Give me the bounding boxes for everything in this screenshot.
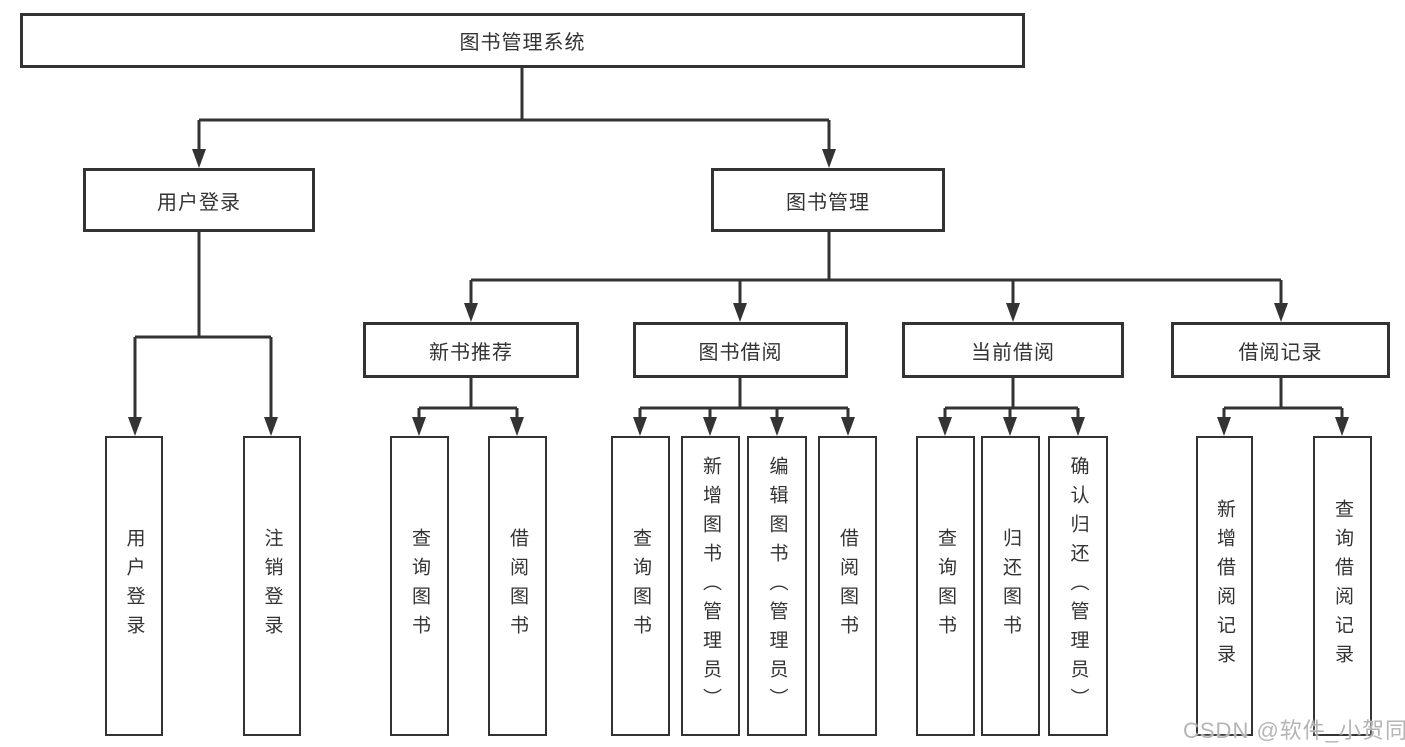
leaf-nbr-query-label: 查询图书: [409, 528, 430, 644]
arrowhead-icon: [192, 149, 206, 168]
arrowhead-icon: [1006, 303, 1020, 322]
leaf-br-query-label: 查询借阅记录: [1332, 499, 1353, 673]
leaf-nbr-query-box: 查询图书: [390, 436, 449, 736]
root-label: 图书管理系统: [459, 32, 586, 54]
leaf-cb-return-label: 归还图书: [1000, 528, 1021, 644]
book-borrow-label: 图书借阅: [698, 341, 783, 364]
arrowhead-icon: [733, 303, 747, 322]
arrowhead-icon: [770, 417, 784, 436]
book-mgmt-box: 图书管理: [711, 168, 945, 232]
leaf-cb-query-box: 查询图书: [916, 436, 975, 736]
new-book-rec-label: 新书推荐: [429, 341, 513, 364]
arrowhead-icon: [633, 417, 647, 436]
arrowhead-icon: [128, 417, 142, 436]
leaf-br-add-label: 新增借阅记录: [1214, 499, 1235, 673]
leaf-bb-edit-box: 编辑图书（管理员）: [747, 436, 807, 736]
arrowhead-icon: [464, 303, 478, 322]
arrowhead-icon: [412, 417, 426, 436]
arrowhead-icon: [938, 417, 952, 436]
user-login-label: 用户登录: [157, 191, 241, 214]
arrowhead-icon: [841, 417, 855, 436]
arrowhead-icon: [1071, 417, 1085, 436]
book-mgmt-label: 图书管理: [786, 191, 870, 214]
leaf-br-add-box: 新增借阅记录: [1196, 436, 1253, 736]
leaf-bb-add-label: 新增图书（管理员）: [700, 455, 721, 717]
arrowhead-icon: [1217, 417, 1231, 436]
arrowhead-icon: [1335, 417, 1349, 436]
leaf-cb-confirm-box: 确认归还（管理员）: [1048, 436, 1108, 736]
leaf-bb-add-box: 新增图书（管理员）: [681, 436, 740, 736]
arrowhead-icon: [822, 149, 836, 168]
leaf-bb-borrow-box: 借阅图书: [818, 436, 877, 736]
root-box: 图书管理系统: [20, 13, 1025, 68]
leaf-cb-return-box: 归还图书: [981, 436, 1040, 736]
leaf-bb-borrow-label: 借阅图书: [837, 528, 858, 644]
new-book-rec-box: 新书推荐: [363, 322, 579, 378]
arrowhead-icon: [1003, 417, 1017, 436]
borrow-record-box: 借阅记录: [1171, 322, 1390, 378]
leaf-user-login-box: 用户登录: [105, 436, 163, 736]
leaf-nbr-borrow-box: 借阅图书: [488, 436, 547, 736]
csdn-watermark: CSDN @软件_小贺同学: [1183, 718, 1405, 743]
current-borrow-label: 当前借阅: [971, 341, 1055, 364]
arrowhead-icon: [264, 417, 278, 436]
user-login-box: 用户登录: [83, 168, 315, 232]
arrowhead-icon: [1274, 303, 1288, 322]
arrowhead-icon: [510, 417, 524, 436]
leaf-cb-query-label: 查询图书: [935, 528, 956, 644]
leaf-br-query-box: 查询借阅记录: [1313, 436, 1372, 736]
arrowhead-icon: [703, 417, 717, 436]
leaf-bb-query-box: 查询图书: [611, 436, 670, 736]
leaf-bb-query-label: 查询图书: [630, 528, 651, 644]
book-borrow-box: 图书借阅: [633, 322, 848, 378]
leaf-cb-confirm-label: 确认归还（管理员）: [1067, 455, 1089, 717]
leaf-logout-box: 注销登录: [243, 436, 301, 736]
leaf-nbr-borrow-label: 借阅图书: [507, 528, 528, 644]
leaf-logout-label: 注销登录: [261, 528, 283, 644]
leaf-user-login-label: 用户登录: [123, 528, 145, 644]
leaf-bb-edit-label: 编辑图书（管理员）: [766, 455, 788, 717]
borrow-record-label: 借阅记录: [1238, 341, 1323, 364]
current-borrow-box: 当前借阅: [902, 322, 1124, 378]
